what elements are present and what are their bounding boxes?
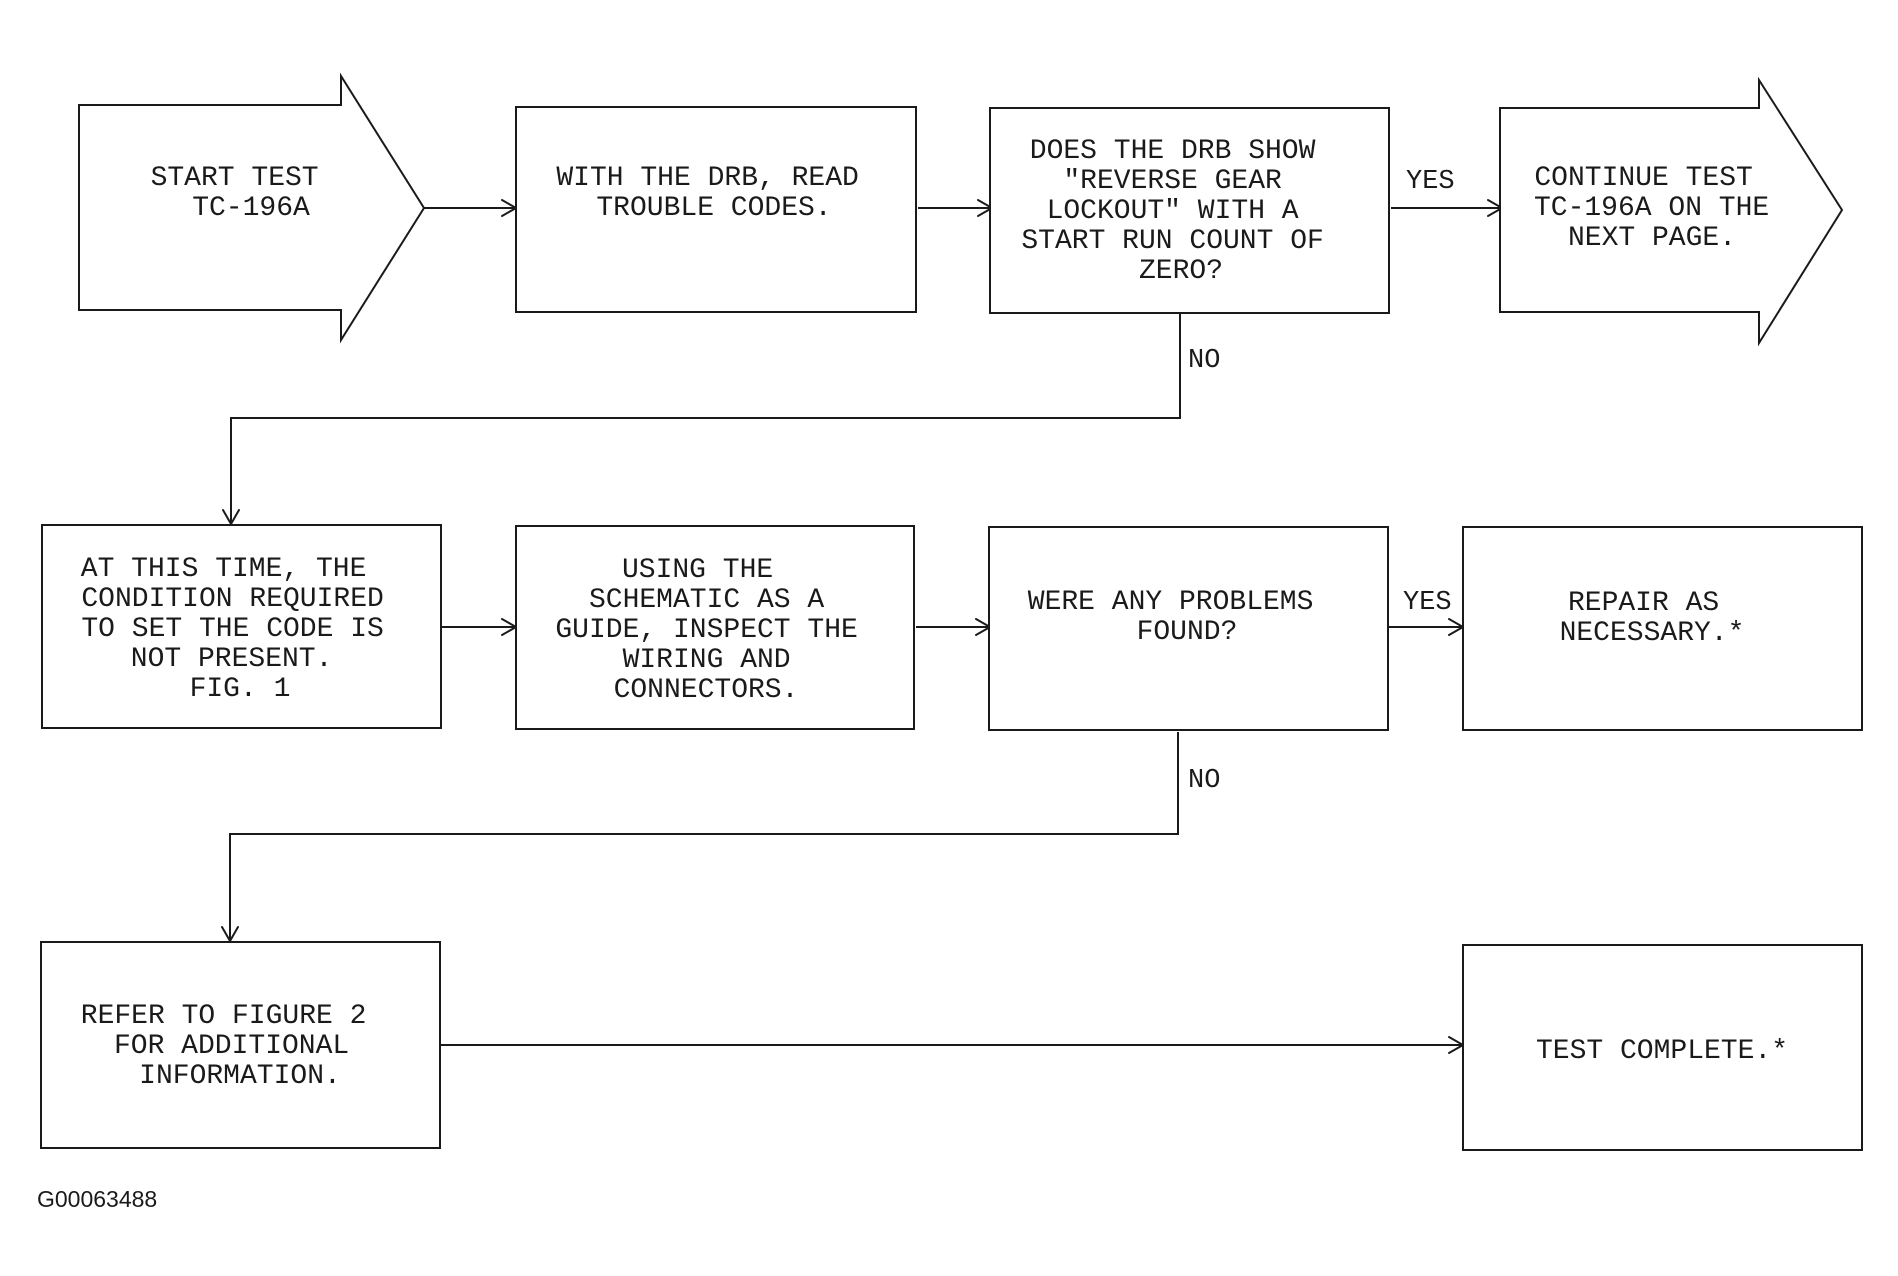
lockout-question-line: ZERO? <box>1139 256 1223 287</box>
lockout-question-label: DOES THE DRB SHOW "REVERSE GEAR LOCKOUT"… <box>1021 136 1340 287</box>
figure-id: G00063488 <box>37 1186 157 1212</box>
not-present-label: AT THIS TIME, THE CONDITION REQUIRED TO … <box>81 554 401 705</box>
lockout-yes-label: YES <box>1406 167 1455 197</box>
continue-label: CONTINUE TEST TC-196A ON THE NEXT PAGE. <box>1534 163 1786 254</box>
problems-question-box <box>988 526 1389 731</box>
refer-line: REFER TO FIGURE 2 <box>81 1001 367 1032</box>
start-label: START TEST TC-196A <box>151 163 336 224</box>
continue-label-line: CONTINUE TEST <box>1534 163 1752 194</box>
lockout-question-box <box>989 107 1390 314</box>
not-present-line: AT THIS TIME, THE <box>81 554 367 585</box>
lockout-question-line: "REVERSE GEAR <box>1063 166 1282 197</box>
read-codes-label: WITH THE DRB, READ TROUBLE CODES. <box>556 163 875 224</box>
not-present-line: TO SET THE CODE IS <box>81 614 383 645</box>
complete-line: TEST COMPLETE.* <box>1536 1036 1788 1067</box>
complete-label: TEST COMPLETE.* <box>1536 1036 1788 1067</box>
lockout-question-line: LOCKOUT" WITH A <box>1047 196 1299 227</box>
connector-problems-no <box>229 732 1179 941</box>
repair-line: NECESSARY.* <box>1560 618 1745 649</box>
edge-labels: YES NO YES NO <box>1188 167 1455 796</box>
node-shapes <box>40 72 1863 1151</box>
problems-question-line: FOUND? <box>1137 617 1238 648</box>
repair-label: REPAIR AS NECESSARY.* <box>1560 588 1745 649</box>
read-codes-label-line: WITH THE DRB, READ <box>556 163 858 194</box>
problems-question-line: WERE ANY PROBLEMS <box>1028 587 1314 618</box>
inspect-box <box>515 525 915 730</box>
problems-yes-label: YES <box>1403 588 1452 618</box>
refer-label: REFER TO FIGURE 2 FOR ADDITIONAL INFORMA… <box>81 1001 383 1092</box>
read-codes-box <box>515 106 917 313</box>
inspect-label: USING THE SCHEMATIC AS A GUIDE, INSPECT … <box>555 555 874 706</box>
refer-box <box>40 941 441 1149</box>
node-labels: START TEST TC-196A WITH THE DRB, READ TR… <box>81 136 1788 1092</box>
refer-line: FOR ADDITIONAL <box>114 1031 349 1062</box>
connector-lockout-no <box>230 313 1181 524</box>
inspect-line: USING THE <box>622 555 773 586</box>
refer-line: INFORMATION. <box>139 1061 341 1092</box>
inspect-line: WIRING AND <box>623 645 791 676</box>
not-present-line: NOT PRESENT. <box>131 644 333 675</box>
problems-no-label: NO <box>1188 766 1220 796</box>
lockout-question-line: START RUN COUNT OF <box>1021 226 1323 257</box>
not-present-line: CONDITION REQUIRED <box>81 584 383 615</box>
continue-label-line: TC-196A ON THE <box>1534 193 1769 224</box>
repair-box <box>1462 526 1863 731</box>
inspect-line: SCHEMATIC AS A <box>589 585 824 616</box>
start-label-line: TC-196A <box>192 193 310 224</box>
lockout-no-label: NO <box>1188 346 1220 376</box>
repair-line: REPAIR AS <box>1568 588 1719 619</box>
start-label-line: START TEST <box>151 163 319 194</box>
inspect-line: CONNECTORS. <box>614 675 799 706</box>
inspect-line: GUIDE, INSPECT THE <box>555 615 857 646</box>
lockout-question-line: DOES THE DRB SHOW <box>1030 136 1316 167</box>
connectors <box>221 199 1505 1054</box>
start-arrow-shape <box>78 72 426 344</box>
complete-box <box>1462 944 1863 1151</box>
not-present-line: FIG. 1 <box>190 674 291 705</box>
continue-arrow-shape <box>1499 76 1844 347</box>
problems-question-label: WERE ANY PROBLEMS FOUND? <box>1028 587 1330 648</box>
continue-label-line: NEXT PAGE. <box>1568 223 1736 254</box>
not-present-box <box>41 524 442 729</box>
read-codes-label-line: TROUBLE CODES. <box>596 193 831 224</box>
